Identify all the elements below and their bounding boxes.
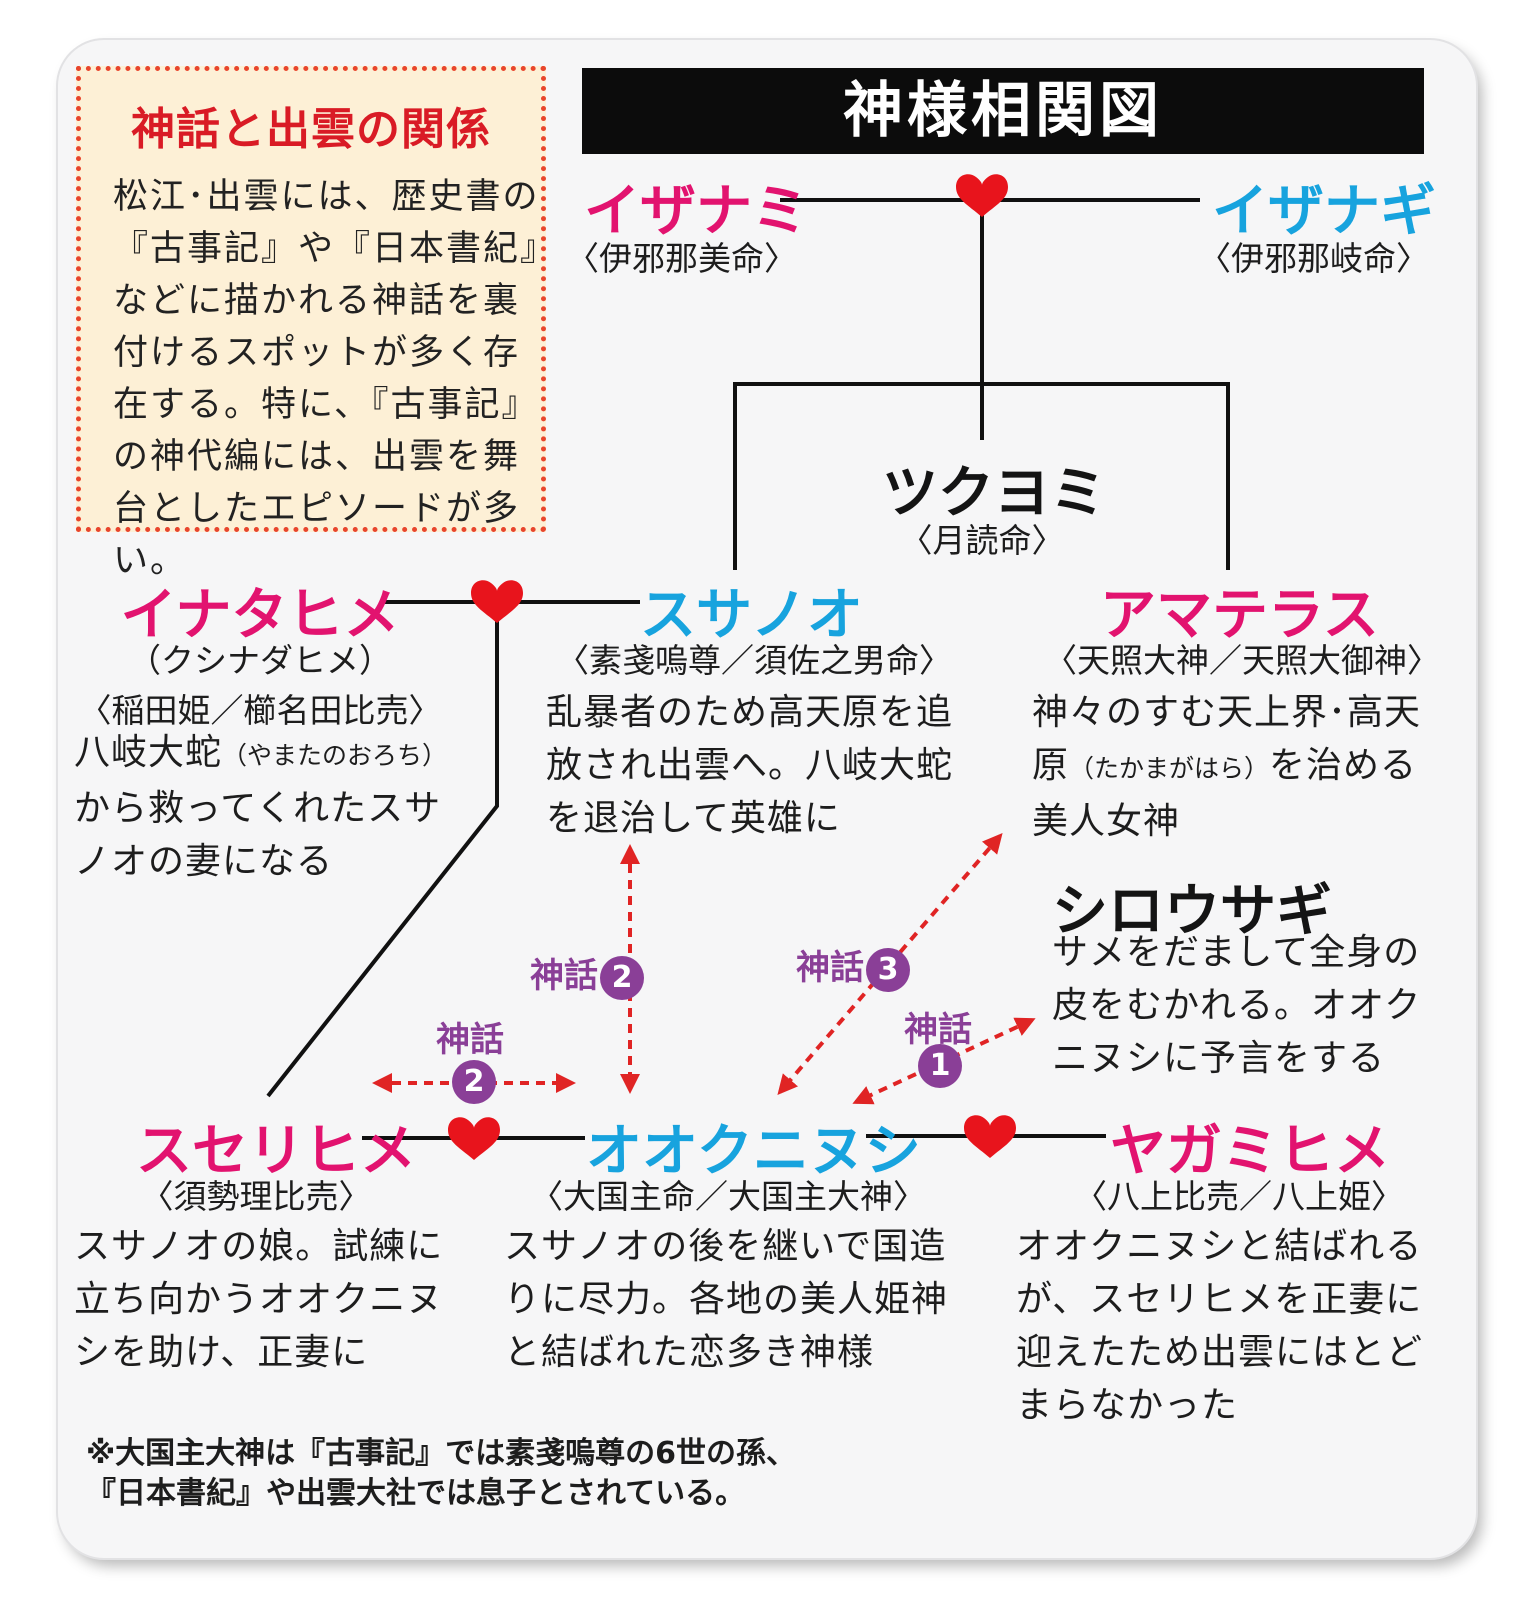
tsukuyomi-name: ツクヨミ [882,461,1106,526]
amaterasu-name: アマテラス [1100,583,1379,648]
inatahime-kanji: 〈稲田姫／櫛名田比売〉 [78,691,442,730]
inatahime-desc: 八岐大蛇（やまたのおろち） から救ってくれたスサノオの妻になる [74,726,474,888]
inatahime-desc-reading: （やまたのおろち） [222,741,448,770]
izanagi-kanji: 〈伊邪那岐命〉 [1198,239,1429,278]
amaterasu-desc-reading: （たかまがはら） [1069,754,1270,783]
inatahime-alias: （クシナダヒメ） [128,641,392,680]
okuninushi-kanji: 〈大国主命／大国主大神〉 [530,1177,926,1216]
suserihime-desc: スサノオの娘。試練に立ち向かうオオクニヌシを助け、正妻に [74,1226,444,1373]
info-body: 松江･出雲には、歴史書の『古事記』や『日本書紀』などに描かれる神話を裏付けるスポ… [113,177,540,581]
susanoo-desc: 乱暴者のため高天原を追放され出雲へ。八岐大蛇を退治して英雄に [546,692,954,839]
myth2b-number: 2 [452,1060,496,1104]
myth1-number: 1 [918,1044,962,1088]
myth2-number: 2 [600,955,644,1000]
footnote-line1: ※大国主大神は『古事記』では素戔嗚尊の6世の孫、 [86,1436,797,1471]
info-title: 神話と出雲の関係 [131,104,491,155]
amaterasu-desc: 神々のすむ天上界･高天原（たかまがはら）を治める美人女神 [1032,686,1442,848]
myth3-word: 神話 [796,948,864,988]
suserihime-kanji: 〈須勢理比売〉 [140,1177,372,1216]
inatahime-name: イナタヒメ [120,583,400,648]
susanoo-name: スサノオ [640,583,863,648]
heart-icon [448,1117,500,1160]
yagamihime-name: ヤガミヒメ [1110,1119,1390,1184]
children-bracket-line [733,382,1230,570]
myth2b-badge: 2 [450,1060,496,1104]
inatahime-desc-part2: から救ってくれたスサノオの妻になる [74,788,442,882]
footnote-line2: 『日本書紀』や出雲大社では息子とされている。 [86,1476,746,1511]
susanoo-daughter-line [266,618,499,1098]
shirousagi-name: シロウサギ [1052,879,1332,944]
yagamihime-kanji: 〈八上比売／八上姫〉 [1074,1177,1404,1216]
okuninushi-name: オオクニヌシ [586,1119,921,1184]
myth2-word: 神話 [530,956,598,996]
footnote: ※大国主大神は『古事記』では素戔嗚尊の6世の孫、 『日本書紀』や出雲大社では息子… [86,1434,986,1514]
okuninushi-desc: スサノオの後を継いで国造りに尽力。各地の美人姫神と結ばれた恋多き神様 [504,1226,949,1373]
myth1-word: 神話 [904,1010,972,1050]
inatahime-desc-part1: 八岐大蛇 [74,732,223,773]
heart-icon [956,174,1008,217]
info-box: 神話と出雲の関係 松江･出雲には、歴史書の『古事記』や『日本書紀』などに描かれる… [76,66,546,581]
heart-icon [964,1115,1016,1158]
tsukuyomi-kanji: 〈月読命〉 [899,521,1065,560]
myth2b-word: 神話 [436,1020,504,1060]
myth3-number: 3 [866,947,910,992]
shirousagi-desc: サメをだまして全身の皮をむかれる。オオクニヌシに予言をする [1052,932,1422,1079]
amaterasu-desc-part2: を治める美人女神 [1032,745,1418,842]
amaterasu-kanji: 〈天照大神／天照大御神〉 [1044,641,1440,680]
izanagi-name: イザナギ [1212,179,1436,244]
susanoo-kanji: 〈素戔嗚尊／須佐之男命〉 [556,641,952,680]
izanami-kanji: 〈伊邪那美命〉 [566,239,797,278]
myth1-badge: 1 [916,1044,962,1088]
suserihime-name: スセリヒメ [136,1119,416,1184]
diagram-title: 神様相関図 [582,68,1424,154]
amaterasu-desc-part1: 神々のすむ天上界･高天原 [1032,692,1422,786]
izanami-name: イザナミ [584,179,808,244]
yagamihime-desc: オオクニヌシと結ばれるが、スセリヒメを正妻に迎えたため出雲にはとどまらなかった [1016,1226,1424,1426]
